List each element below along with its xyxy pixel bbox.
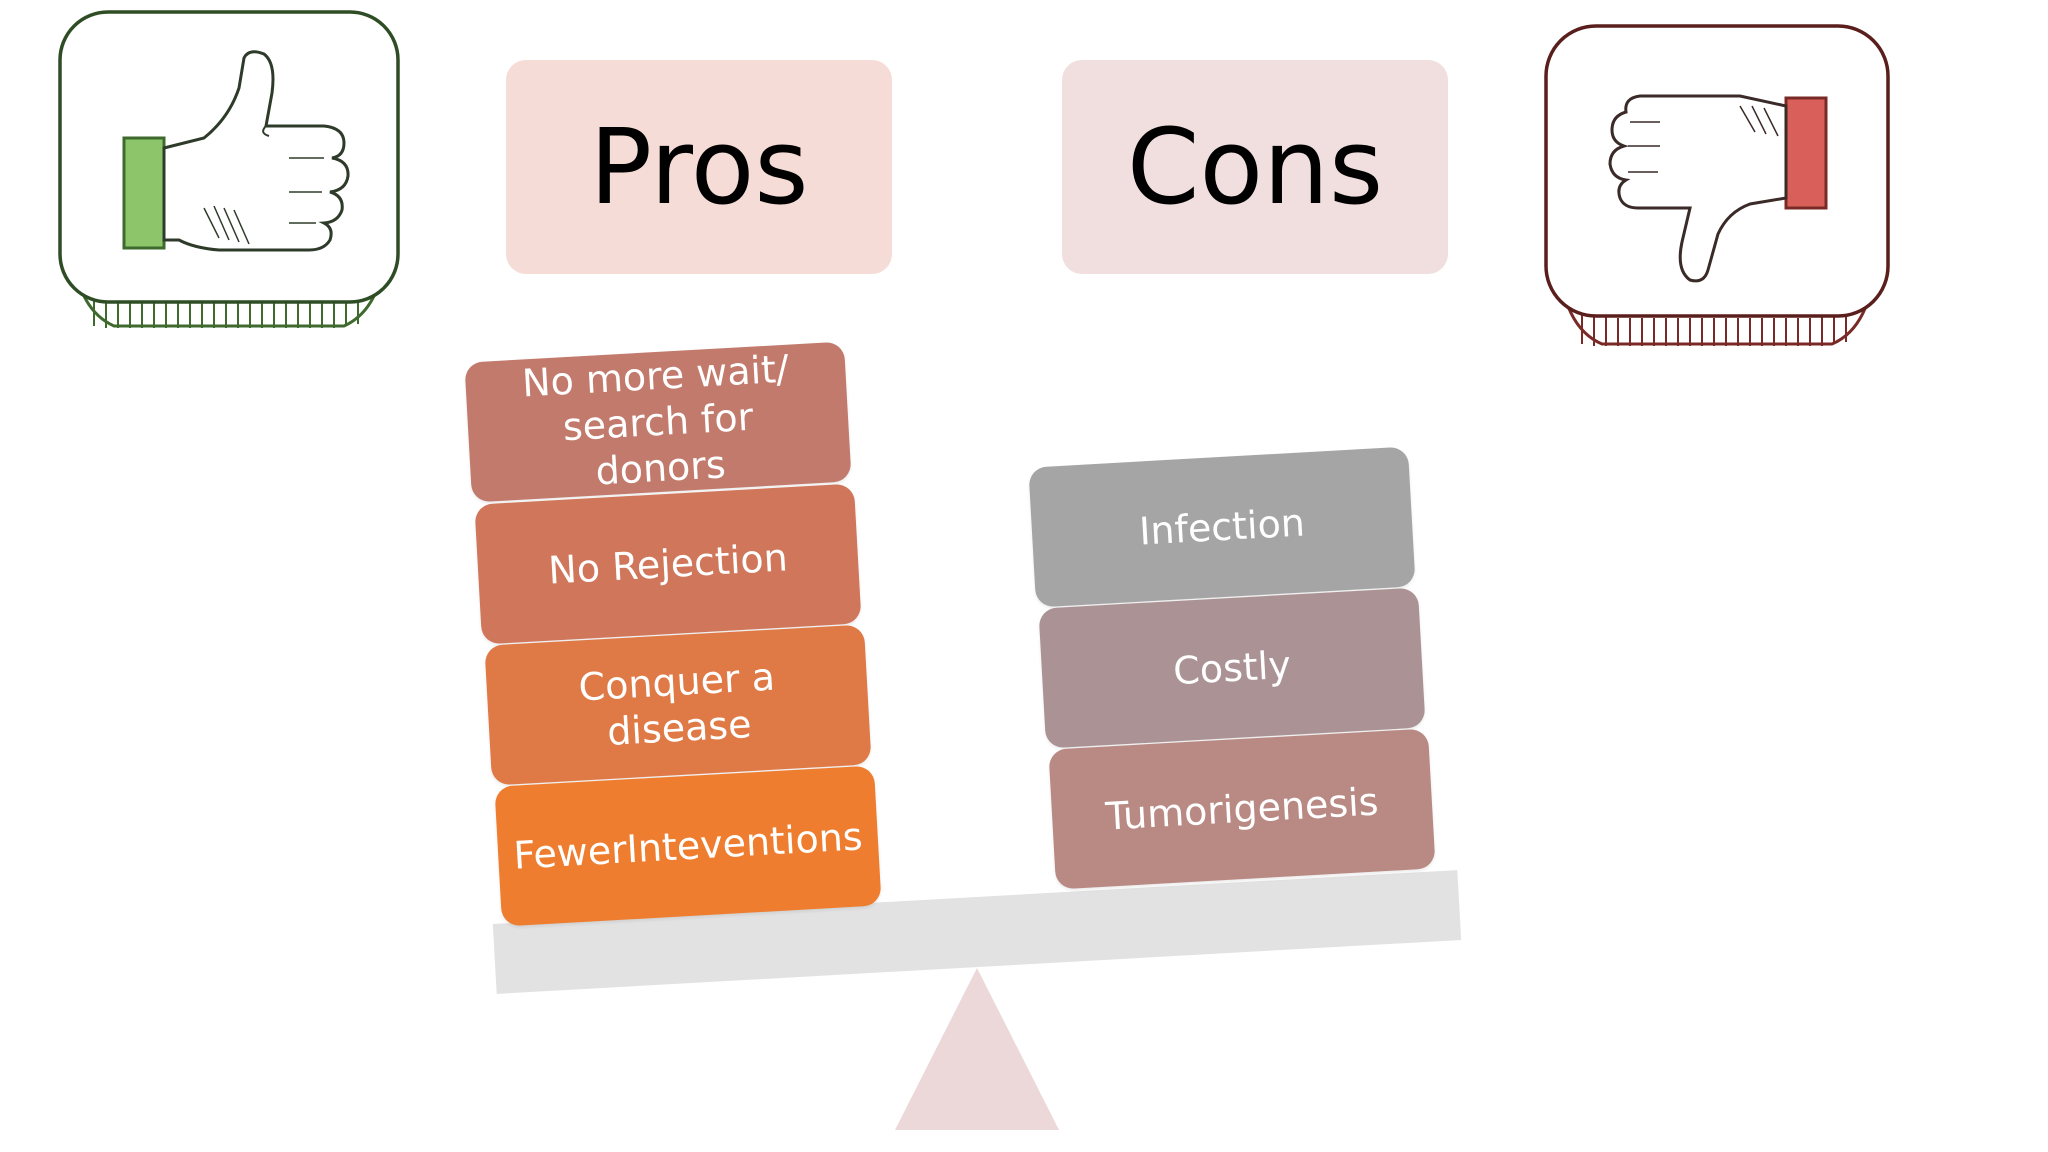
pros-item-4: FewerInteventions (494, 765, 882, 927)
thumbs-down-icon (1540, 22, 1894, 357)
cons-header-label: Cons (1126, 106, 1384, 228)
cons-item-label: Infection (1138, 500, 1306, 554)
cons-item-2: Costly (1038, 587, 1426, 749)
cons-item-label: Tumorigenesis (1104, 779, 1380, 839)
pros-item-1: No more wait/ search for donors (464, 341, 852, 503)
seesaw-fulcrum (895, 968, 1059, 1130)
cons-item-3: Tumorigenesis (1048, 728, 1436, 890)
cons-header: Cons (1062, 60, 1448, 274)
thumbs-up-icon (54, 8, 404, 343)
pros-item-label: No more wait/ search for donors (520, 346, 790, 494)
pros-header-label: Pros (589, 106, 809, 228)
pros-header: Pros (506, 60, 892, 274)
pros-item-label: No Rejection (547, 535, 789, 593)
pros-item-2: No Rejection (474, 483, 862, 645)
cons-item-label: Costly (1172, 642, 1292, 694)
pros-item-3: Conquer a disease (484, 624, 872, 786)
cons-item-1: Infection (1028, 446, 1416, 608)
pros-item-label: Conquer a disease (577, 654, 777, 754)
pros-item-label: FewerInteventions (512, 814, 864, 878)
